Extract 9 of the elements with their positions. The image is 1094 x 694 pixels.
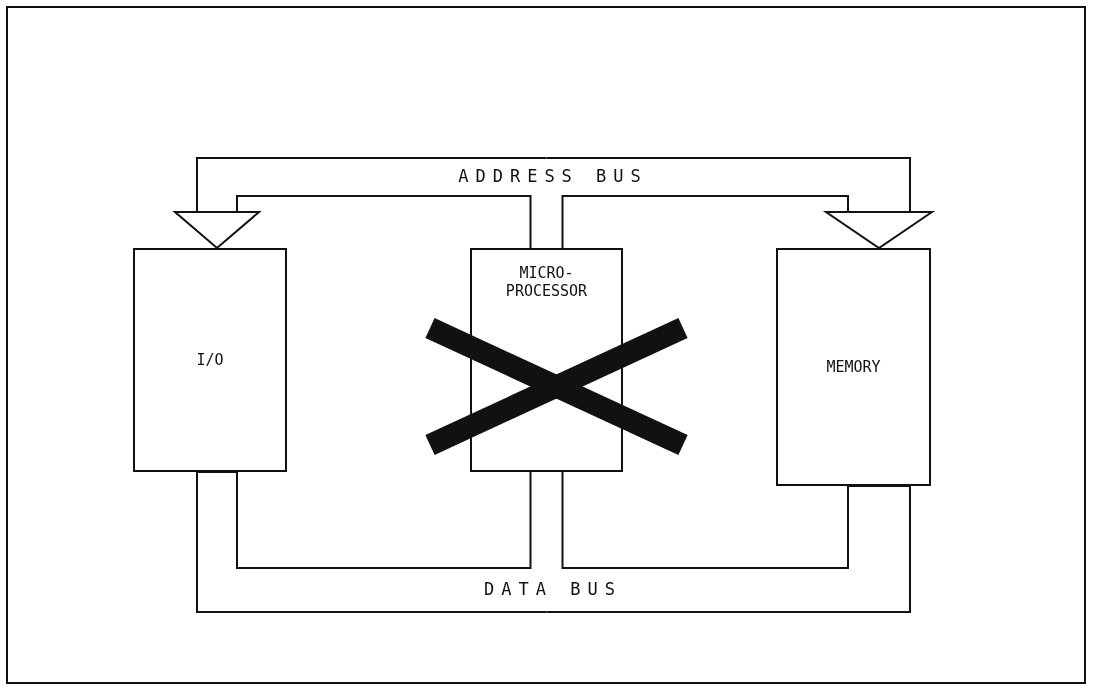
component-box xyxy=(133,248,287,472)
data-bus-line xyxy=(545,471,911,613)
address-bus-arrow xyxy=(174,157,548,249)
address-bus-arrow xyxy=(545,157,933,249)
box-label: MICRO- PROCESSOR xyxy=(504,264,589,300)
component-box xyxy=(776,248,931,486)
box-label: MEMORY xyxy=(826,358,881,376)
data-bus-line xyxy=(196,471,548,613)
box-label: I/O xyxy=(196,351,224,369)
